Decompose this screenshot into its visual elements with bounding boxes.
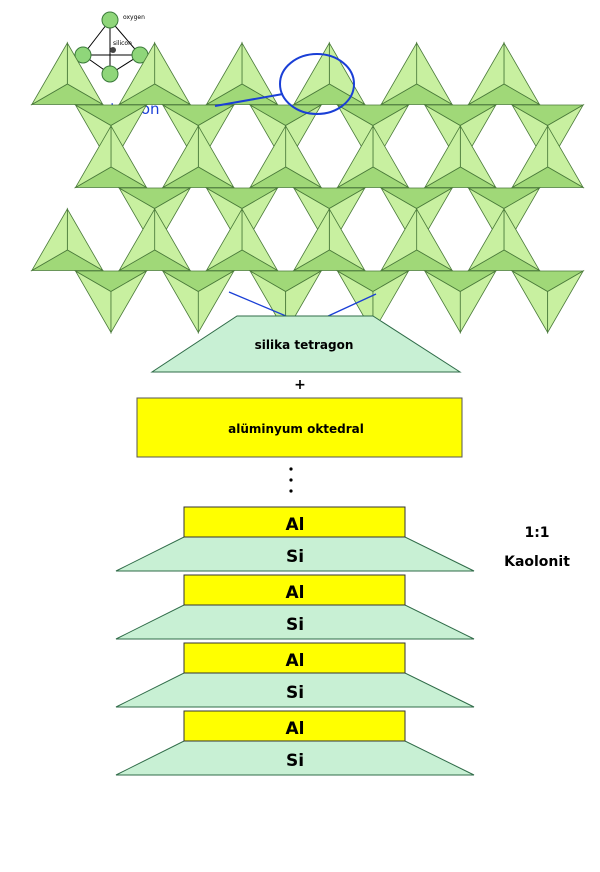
silica-tetrahedron <box>466 207 541 272</box>
al-label: Al <box>286 651 305 671</box>
silica-tetrahedron <box>510 124 585 189</box>
si-label: Si <box>286 615 304 635</box>
silica-tetrahedron <box>292 41 367 106</box>
silica-tetrahedron <box>161 124 236 189</box>
silicon-atom <box>110 47 116 53</box>
continuation-dots <box>289 467 293 493</box>
silica-tetrahedron <box>248 269 323 334</box>
silica-tetrahedron <box>204 41 279 106</box>
al-label: Al <box>286 515 305 535</box>
silica-tetrahedron <box>292 207 367 272</box>
silica-tetrahedron <box>204 207 279 272</box>
ratio-label: 1:1 <box>524 525 549 541</box>
oxygen-atom-bottom <box>101 65 119 83</box>
silicon-label: silicon <box>113 40 132 47</box>
silica-tetrahedron <box>466 41 541 106</box>
mineral-label: Kaolonit <box>504 554 570 570</box>
silica-tetrahedron <box>379 41 454 106</box>
silica-tetrahedron <box>292 186 367 251</box>
silica-tetrahedron <box>248 124 323 189</box>
al-label: Al <box>286 583 305 603</box>
silica-tetrahedron <box>510 269 585 334</box>
si-label: Si <box>286 547 304 567</box>
silica-tetrahedron <box>423 103 498 168</box>
silica-tetrahedron <box>423 269 498 334</box>
silica-tetrahedron <box>30 41 105 106</box>
silica-tetrahedron <box>248 103 323 168</box>
silica-tetrahedron <box>73 124 148 189</box>
silica-tetrahedron <box>423 124 498 189</box>
al-layer <box>183 710 406 742</box>
silica-tetrahedron <box>30 207 105 272</box>
oxygen-atom-left <box>74 46 92 64</box>
plus-sign: + <box>294 377 306 393</box>
highlight-pointer <box>214 93 284 107</box>
al-layer <box>183 642 406 674</box>
si-label: Si <box>286 751 304 771</box>
silica-tetragon-label: silika tetragon <box>255 338 354 352</box>
alumina-octahedral-label: alüminyum oktedral <box>228 422 364 436</box>
al-layer <box>183 506 406 538</box>
silica-tetrahedron <box>73 269 148 334</box>
oxygen-atom-top <box>101 11 119 29</box>
silica-tetrahedron <box>335 124 410 189</box>
al-layer <box>183 574 406 606</box>
silica-tetrahedron <box>161 269 236 334</box>
al-label: Al <box>286 719 305 739</box>
oxygen-label: oxygen <box>123 14 145 21</box>
silica-tetrahedron <box>335 103 410 168</box>
silica-tetrahedron <box>379 207 454 272</box>
silica-tetrahedron <box>335 269 410 334</box>
si-label: Si <box>286 683 304 703</box>
silica-tetrahedron <box>117 207 192 272</box>
silica-tetrahedron <box>117 41 192 106</box>
tetrahedral-sheet <box>30 41 585 334</box>
silica-tetragon-layer <box>150 315 462 373</box>
alumina-octahedral-layer <box>136 397 463 458</box>
highlight-ellipse <box>279 53 355 115</box>
